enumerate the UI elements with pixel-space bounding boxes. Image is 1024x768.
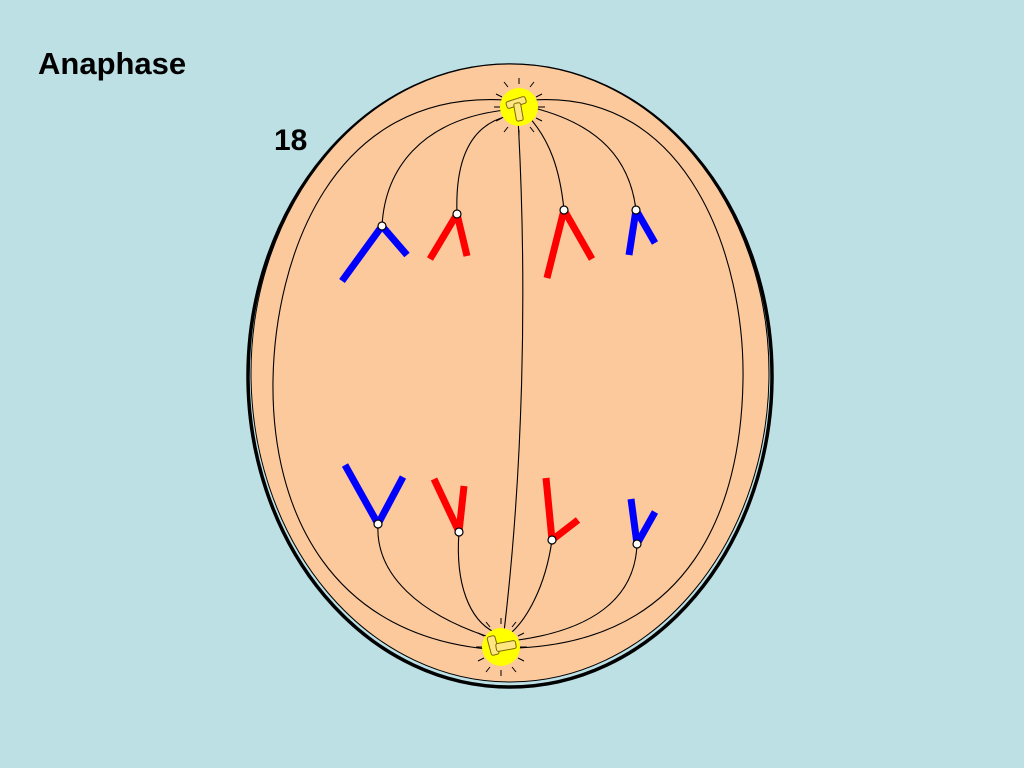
- centriole-pair-top: [505, 96, 527, 122]
- kinetochore-fiber-bottom-1: [377, 523, 493, 639]
- centromere-bottom-1: [373, 519, 383, 529]
- cell: [246, 63, 774, 689]
- centromere-top-1: [377, 221, 387, 231]
- aster-rays-top: [494, 78, 545, 136]
- centromere-top-2: [452, 209, 462, 219]
- kinetochore-fiber-top-2: [456, 115, 509, 215]
- chromosome-bottom-red-large: [542, 477, 581, 543]
- centriole-pair-bottom: [486, 635, 517, 656]
- chromosome-top-red-large: [543, 208, 596, 279]
- chromosome-bottom-red-small: [430, 477, 468, 534]
- slide-number: 18: [274, 124, 308, 157]
- centromeres: [373, 205, 642, 549]
- kinetochore-fiber-bottom-2: [457, 531, 495, 633]
- chromosome-top-red-small: [426, 212, 471, 261]
- chromosomes-top: [339, 208, 659, 284]
- kinetochore-fiber-top-3: [527, 115, 565, 211]
- cell-cytoplasm: [250, 63, 770, 683]
- centrosome-bottom: [476, 618, 527, 676]
- central-fiber: [503, 117, 524, 633]
- centromere-bottom-3: [547, 535, 557, 545]
- aster-rays-bottom: [476, 618, 527, 676]
- centrosome-top: [494, 78, 545, 136]
- kinetochore-fiber-bottom-4: [517, 543, 638, 641]
- kinetochore-fiber-top-1: [381, 109, 506, 227]
- centromere-bottom-2: [454, 527, 464, 537]
- kinetochore-fiber-bottom-3: [511, 539, 553, 633]
- chromosome-bottom-blue-large: [341, 463, 407, 526]
- spindle-fibers: [272, 99, 744, 651]
- kinetochore-fiber-top-4: [533, 107, 637, 211]
- chromosomes-bottom: [341, 463, 659, 546]
- centromere-top-3: [559, 205, 569, 215]
- chromosome-top-blue-large: [339, 223, 410, 284]
- chromosome-bottom-blue-small: [627, 498, 659, 546]
- slide-title: Anaphase: [38, 46, 187, 81]
- chromosome-top-blue-small: [625, 208, 659, 256]
- polar-fiber-right: [517, 99, 744, 649]
- centromere-bottom-4: [632, 539, 642, 549]
- polar-fiber-left: [272, 99, 506, 651]
- centromere-top-4: [631, 205, 641, 215]
